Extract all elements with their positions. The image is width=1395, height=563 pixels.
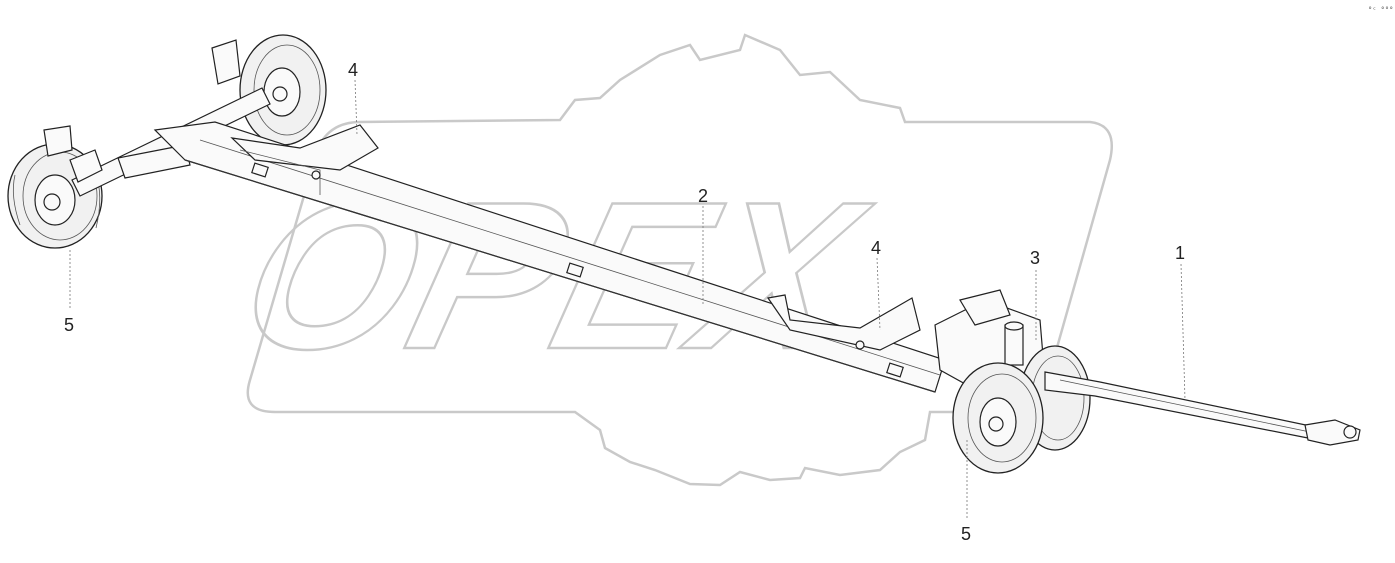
callout-4-rear: 4	[348, 60, 358, 80]
callout-2: 2	[698, 186, 708, 206]
main-beam	[153, 121, 946, 393]
front-support-cradle	[766, 294, 921, 351]
callout-3: 3	[1030, 248, 1040, 268]
callout-5-rear: 5	[64, 315, 74, 335]
callout-1: 1	[1175, 243, 1185, 263]
corner-mark: °ᶜ °°°	[1368, 6, 1393, 14]
watermark-gear	[246, 33, 1113, 487]
callout-4-front: 4	[871, 238, 881, 258]
callout-5-front: 5	[961, 524, 971, 544]
front-near-wheel	[952, 362, 1044, 474]
rear-support-cradle	[230, 124, 379, 195]
drawbar	[1044, 371, 1361, 446]
leader-lines	[69, 79, 1186, 518]
rear-right-wheel	[239, 34, 327, 146]
